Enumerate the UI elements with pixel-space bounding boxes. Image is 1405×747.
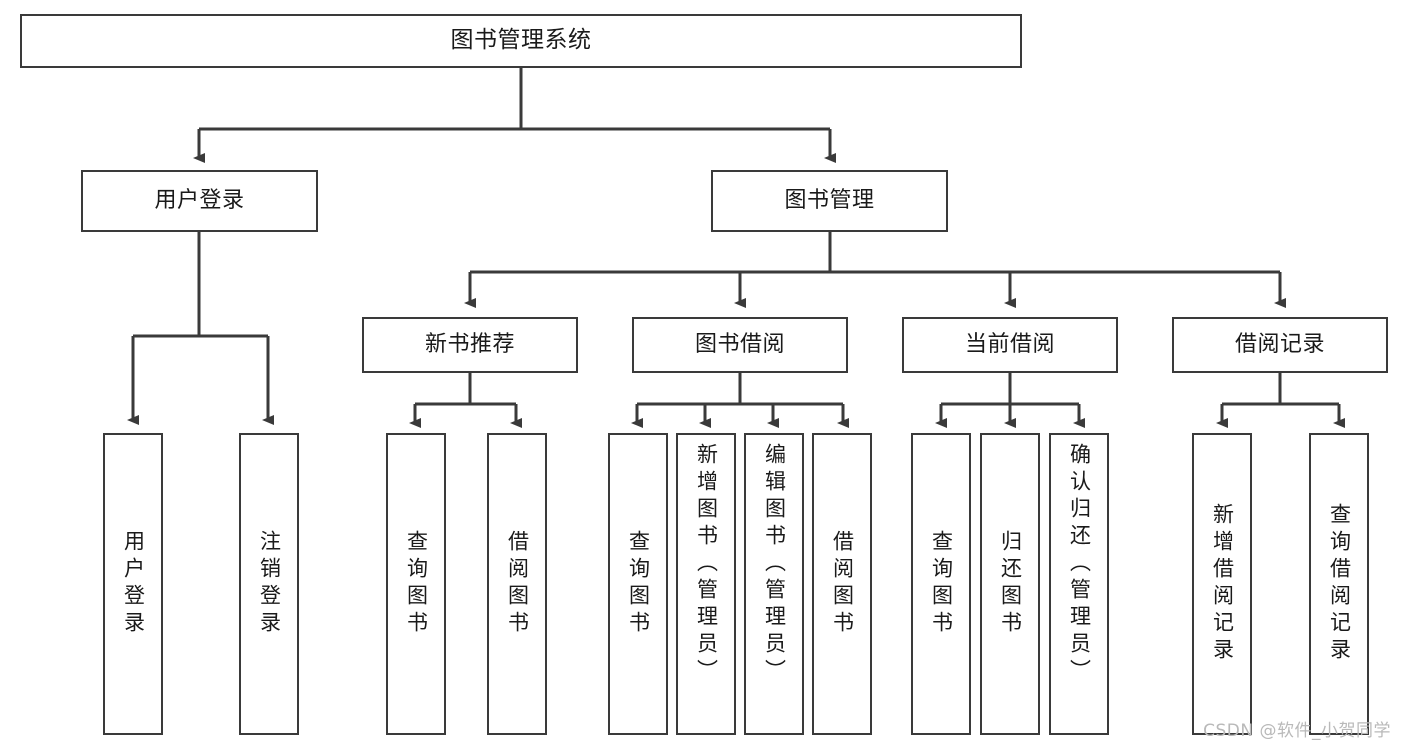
node-user-login[interactable]: 用户登录 <box>81 170 318 232</box>
leaf-user-login-logout[interactable]: 注销登录 <box>239 433 299 735</box>
node-label: 新增借阅记录 <box>1210 503 1235 665</box>
node-new-book-recommend[interactable]: 新书推荐 <box>362 317 578 373</box>
node-borrow-record[interactable]: 借阅记录 <box>1172 317 1388 373</box>
node-root-system[interactable]: 图书管理系统 <box>20 14 1022 68</box>
leaf-current-query-book[interactable]: 查询图书 <box>911 433 971 735</box>
node-label: 查询借阅记录 <box>1327 503 1352 665</box>
node-label: 当前借阅 <box>964 332 1055 358</box>
leaf-borrow-edit-book-admin[interactable]: 编辑图书（管理员） <box>744 433 804 735</box>
node-label: 查询图书 <box>404 530 429 638</box>
node-label: 查询图书 <box>626 530 651 638</box>
node-label: 归还图书 <box>998 530 1023 638</box>
csdn-watermark: CSDN @软件_小贺同学 <box>1203 721 1391 741</box>
leaf-borrow-add-book-admin[interactable]: 新增图书（管理员） <box>676 433 736 735</box>
leaf-current-return-book[interactable]: 归还图书 <box>980 433 1040 735</box>
node-label: 新增图书（管理员） <box>694 443 719 686</box>
leaf-current-confirm-return-admin[interactable]: 确认归还（管理员） <box>1049 433 1109 735</box>
leaf-borrow-query-book[interactable]: 查询图书 <box>608 433 668 735</box>
leaf-recommend-query-book[interactable]: 查询图书 <box>386 433 446 735</box>
node-label: 查询图书 <box>929 530 954 638</box>
leaf-recommend-borrow-book[interactable]: 借阅图书 <box>487 433 547 735</box>
node-label: 编辑图书（管理员） <box>762 443 787 686</box>
node-label: 借阅记录 <box>1234 332 1325 358</box>
node-label: 用户登录 <box>121 530 146 638</box>
node-current-borrow[interactable]: 当前借阅 <box>902 317 1118 373</box>
node-label: 借阅图书 <box>830 530 855 638</box>
leaf-borrow-borrow-book[interactable]: 借阅图书 <box>812 433 872 735</box>
leaf-record-add-record[interactable]: 新增借阅记录 <box>1192 433 1252 735</box>
node-label: 确认归还（管理员） <box>1067 443 1092 686</box>
node-book-manage[interactable]: 图书管理 <box>711 170 948 232</box>
leaf-record-query-record[interactable]: 查询借阅记录 <box>1309 433 1369 735</box>
node-label: 图书管理系统 <box>450 27 592 54</box>
node-label: 图书管理 <box>784 188 875 214</box>
node-label: 图书借阅 <box>694 332 785 358</box>
node-label: 用户登录 <box>154 188 245 214</box>
node-label: 新书推荐 <box>424 332 515 358</box>
node-label: 注销登录 <box>257 530 282 638</box>
leaf-user-login-login[interactable]: 用户登录 <box>103 433 163 735</box>
node-book-borrow[interactable]: 图书借阅 <box>632 317 848 373</box>
node-label: 借阅图书 <box>505 530 530 638</box>
